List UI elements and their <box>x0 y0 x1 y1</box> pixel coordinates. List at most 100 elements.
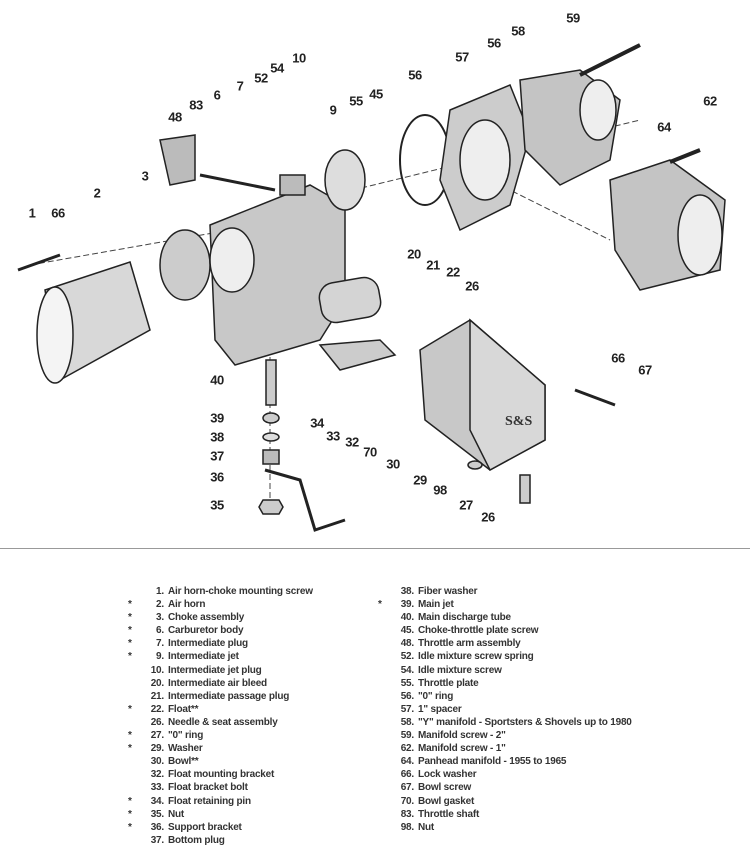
part-name: Bowl** <box>168 756 199 768</box>
parts-list-item: *3.Choke assembly <box>128 611 313 624</box>
callout-48: 48 <box>168 109 182 125</box>
part-star <box>378 768 390 781</box>
bowl-screw <box>574 388 616 407</box>
callout-45: 45 <box>369 86 383 102</box>
part-name: Carburetor body <box>168 625 244 637</box>
part-star <box>378 716 390 729</box>
part-num: 3. <box>156 612 164 624</box>
manifold-screw-1 <box>669 148 701 164</box>
callout-2: 2 <box>93 185 101 201</box>
choke-assembly <box>159 229 211 301</box>
callout-62: 62 <box>703 93 717 109</box>
part-name: Bottom plug <box>168 834 225 846</box>
callout-57: 57 <box>455 49 469 65</box>
callout-6: 6 <box>213 87 221 103</box>
part-num: 1. <box>156 586 164 597</box>
part-name: Float** <box>168 703 199 715</box>
callout-54: 54 <box>270 60 284 76</box>
part-name: Float retaining pin <box>168 795 251 807</box>
part-name: Choke assembly <box>168 612 245 624</box>
part-star <box>378 637 390 650</box>
part-num: 27. <box>150 730 165 742</box>
bowl <box>419 318 546 472</box>
parts-list-item: *34.Float retaining pin <box>128 795 313 808</box>
part-star <box>128 755 140 768</box>
needle-seat <box>519 474 531 504</box>
part-num: 56. <box>400 690 415 702</box>
parts-list-item: 32.Float mounting bracket <box>128 768 313 781</box>
part-name: Bowl screw <box>418 782 472 794</box>
callout-9: 9 <box>329 102 337 118</box>
callout-39: 39 <box>210 410 224 426</box>
parts-list-item: 62.Manifold screw - 1" <box>378 742 632 755</box>
parts-list-item: *39.Main jet <box>378 598 632 611</box>
parts-list-column-1: 1.Air horn-choke mounting screw*2.Air ho… <box>128 585 313 847</box>
bottom-plug <box>262 449 280 465</box>
part-name: "0" ring <box>168 730 204 742</box>
part-num: 83. <box>400 808 415 820</box>
callout-64: 64 <box>657 119 671 135</box>
part-num: 32. <box>150 769 165 781</box>
parts-list-item: 55.Throttle plate <box>378 677 632 690</box>
callout-38: 38 <box>210 429 224 445</box>
support-bracket <box>264 468 346 532</box>
part-num: 70. <box>400 795 415 807</box>
part-name: Idle mixture screw <box>418 664 502 676</box>
callout-56: 56 <box>487 35 501 51</box>
callout-70: 70 <box>363 444 377 460</box>
part-num: 6. <box>156 625 164 637</box>
parts-list-item: *35.Nut <box>128 808 313 821</box>
callout-20: 20 <box>407 246 421 262</box>
part-star: * <box>128 625 132 637</box>
parts-list-item: *36.Support bracket <box>128 821 313 834</box>
parts-list-item: 57.1" spacer <box>378 703 632 716</box>
part-star: * <box>128 795 132 807</box>
parts-list-item: *29.Washer <box>128 742 313 755</box>
callout-34: 34 <box>310 415 324 431</box>
part-num: 20. <box>150 677 165 689</box>
parts-list-item: 64.Panhead manifold - 1955 to 1965 <box>378 755 632 768</box>
part-name: Fiber washer <box>418 586 478 597</box>
part-star <box>378 585 390 598</box>
part-star <box>378 795 390 808</box>
parts-list-item: 38.Fiber washer <box>378 585 632 598</box>
callout-67: 67 <box>638 362 652 378</box>
throttle-plate <box>324 149 366 211</box>
part-star: * <box>128 703 132 715</box>
part-star <box>128 677 140 690</box>
part-star <box>378 729 390 742</box>
part-num: 37. <box>150 834 165 846</box>
callout-56: 56 <box>408 67 422 83</box>
parts-list-item: 26.Needle & seat assembly <box>128 716 313 729</box>
part-name: Throttle arm assembly <box>418 638 521 650</box>
callout-26: 26 <box>465 278 479 294</box>
callout-59: 59 <box>566 10 580 26</box>
part-star <box>378 781 390 794</box>
part-star <box>128 664 140 677</box>
part-star <box>378 611 390 624</box>
part-num: 40. <box>400 612 415 624</box>
parts-list-item: *22.Float** <box>128 703 313 716</box>
part-num: 58. <box>400 716 415 728</box>
part-name: Intermediate air bleed <box>168 677 267 689</box>
exploded-carburetor-diagram: S&S <box>17 43 726 532</box>
part-star <box>128 690 140 703</box>
callout-36: 36 <box>210 469 224 485</box>
part-star <box>378 703 390 716</box>
part-num: 38. <box>400 586 415 597</box>
part-star <box>128 768 140 781</box>
part-name: 1" spacer <box>418 703 462 715</box>
part-name: Intermediate jet <box>168 651 239 663</box>
callout-22: 22 <box>446 264 460 280</box>
parts-list-item: 70.Bowl gasket <box>378 795 632 808</box>
part-num: 10. <box>150 664 165 676</box>
parts-list-item: 10.Intermediate jet plug <box>128 664 313 677</box>
callout-52: 52 <box>254 70 268 86</box>
part-name: Choke-throttle plate screw <box>418 625 539 637</box>
part-num: 57. <box>400 703 415 715</box>
part-star <box>378 755 390 768</box>
part-star <box>378 821 390 834</box>
part-num: 39. <box>400 599 415 611</box>
part-num: 55. <box>400 677 415 689</box>
part-num: 33. <box>150 782 165 794</box>
